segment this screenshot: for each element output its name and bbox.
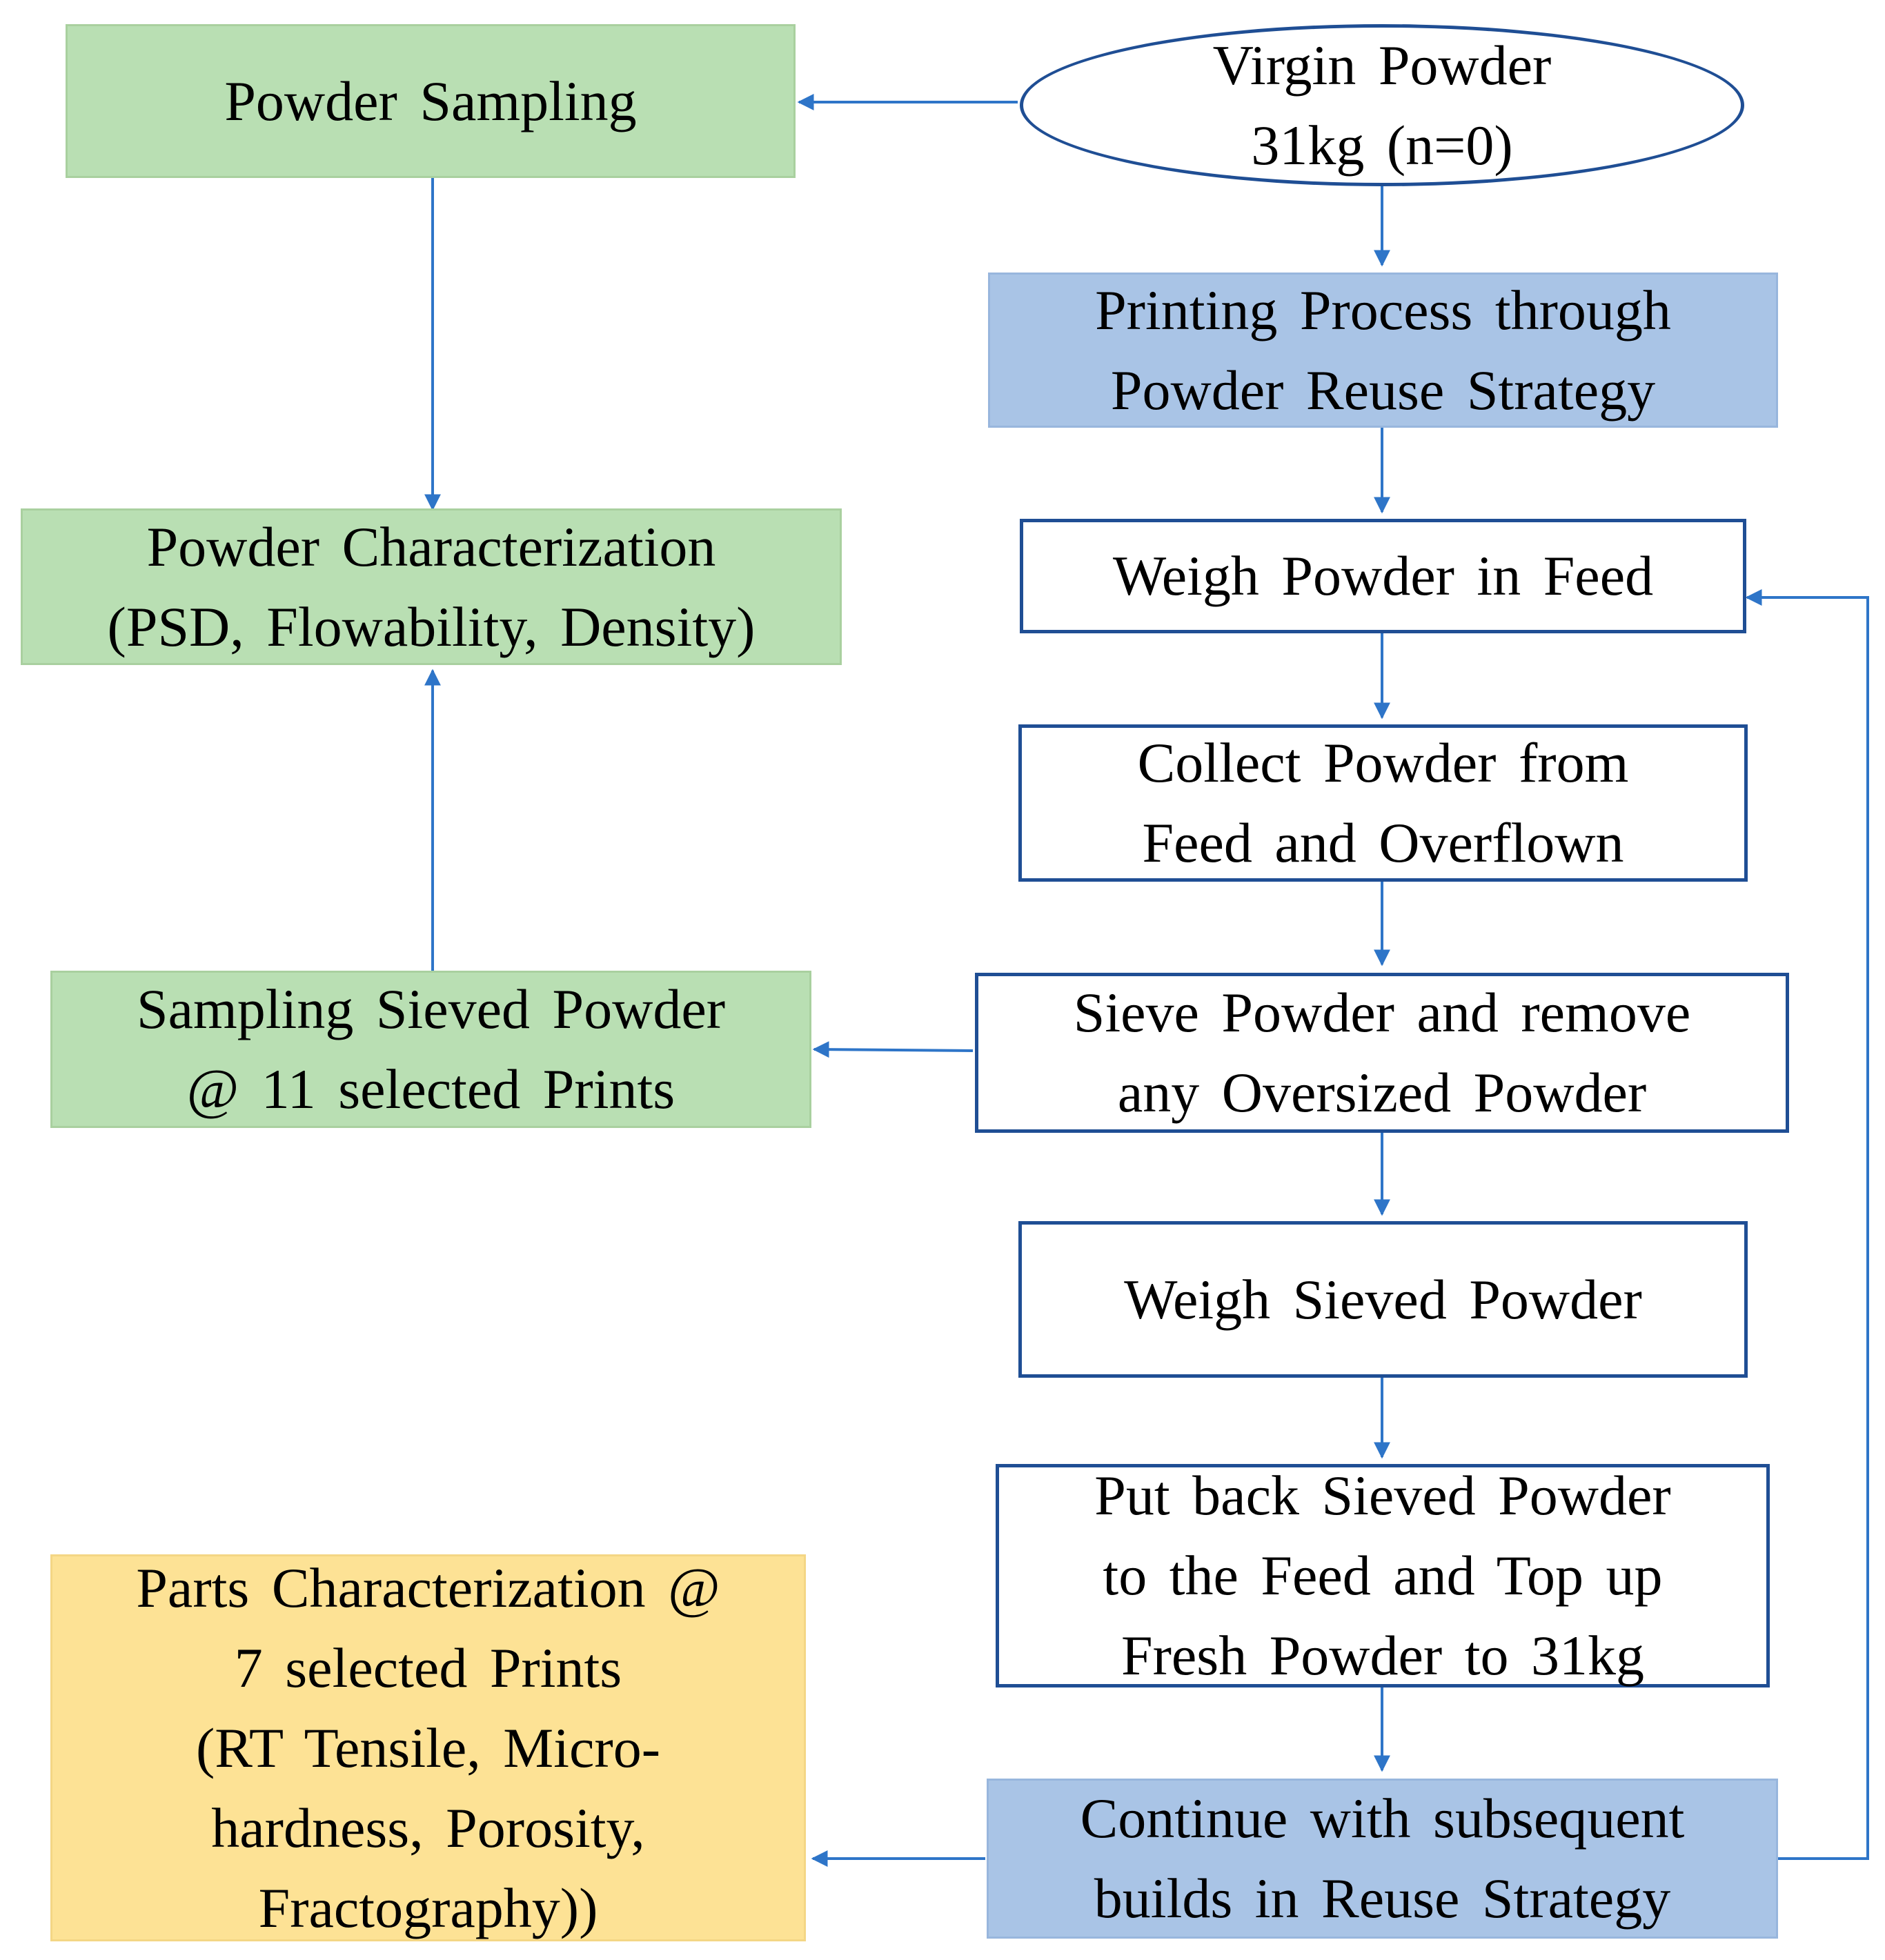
collect-powder-box: Collect Powder from Feed and Overflown [1018, 724, 1748, 882]
weigh-sieved-line-1: Weigh Sieved Powder [1124, 1267, 1642, 1331]
powder-characterization-line-1: Powder Characterization [146, 515, 716, 578]
sampling-sieved-line-1: Sampling Sieved Powder [136, 978, 726, 1040]
put-back-line-2: to the Feed and Top up [1103, 1544, 1663, 1607]
parts-characterization-line-1: Parts Characterization @ [136, 1556, 720, 1619]
printing-process-line-2: Powder Reuse Strategy [1110, 358, 1656, 422]
powder-characterization-box: Powder Characterization (PSD, Flowabilit… [21, 508, 842, 665]
weigh-feed-line-1: Weigh Powder in Feed [1112, 544, 1654, 607]
powder-sampling-box: Powder Sampling [66, 24, 796, 178]
powder-sampling-line-1: Powder Sampling [224, 69, 637, 132]
continue-builds-line-2: builds in Reuse Strategy [1094, 1867, 1671, 1930]
virgin-powder-ellipse: Virgin Powder 31kg (n=0) [1020, 24, 1744, 186]
sieve-powder-box: Sieve Powder and remove any Oversized Po… [975, 973, 1789, 1133]
powder-characterization-line-2: (PSD, Flowability, Density) [107, 595, 756, 658]
parts-characterization-box: Parts Characterization @ 7 selected Prin… [50, 1554, 806, 1941]
continue-builds-box: Continue with subsequent builds in Reuse… [987, 1779, 1778, 1939]
put-back-box: Put back Sieved Powder to the Feed and T… [996, 1464, 1770, 1687]
arrow-loop-continue-to-weigh-feed [1745, 589, 1869, 1860]
arrow-sieve-to-sampling-sieved [812, 1041, 974, 1058]
printing-process-box: Printing Process through Powder Reuse St… [988, 273, 1778, 428]
put-back-line-1: Put back Sieved Powder [1094, 1464, 1671, 1527]
sampling-sieved-line-2: @ 11 selected Prints [186, 1058, 675, 1120]
weigh-feed-box: Weigh Powder in Feed [1020, 519, 1746, 633]
parts-characterization-line-4: hardness, Porosity, [211, 1796, 645, 1859]
virgin-powder-line-2: 31kg (n=0) [1251, 113, 1513, 177]
collect-powder-line-1: Collect Powder from [1137, 731, 1629, 794]
virgin-powder-line-1: Virgin Powder [1212, 33, 1552, 97]
put-back-line-3: Fresh Powder to 31kg [1121, 1624, 1645, 1687]
parts-characterization-line-5: Fractography)) [258, 1876, 598, 1939]
weigh-sieved-box: Weigh Sieved Powder [1018, 1221, 1748, 1378]
parts-characterization-line-3: (RT Tensile, Micro- [195, 1716, 661, 1779]
sieve-powder-line-1: Sieve Powder and remove [1073, 981, 1691, 1044]
sampling-sieved-box: Sampling Sieved Powder @ 11 selected Pri… [50, 971, 811, 1128]
sieve-powder-line-2: any Oversized Powder [1117, 1061, 1647, 1124]
continue-builds-line-1: Continue with subsequent [1080, 1787, 1685, 1850]
printing-process-line-1: Printing Process through [1095, 278, 1671, 341]
parts-characterization-line-2: 7 selected Prints [234, 1636, 622, 1699]
collect-powder-line-2: Feed and Overflown [1142, 811, 1624, 874]
